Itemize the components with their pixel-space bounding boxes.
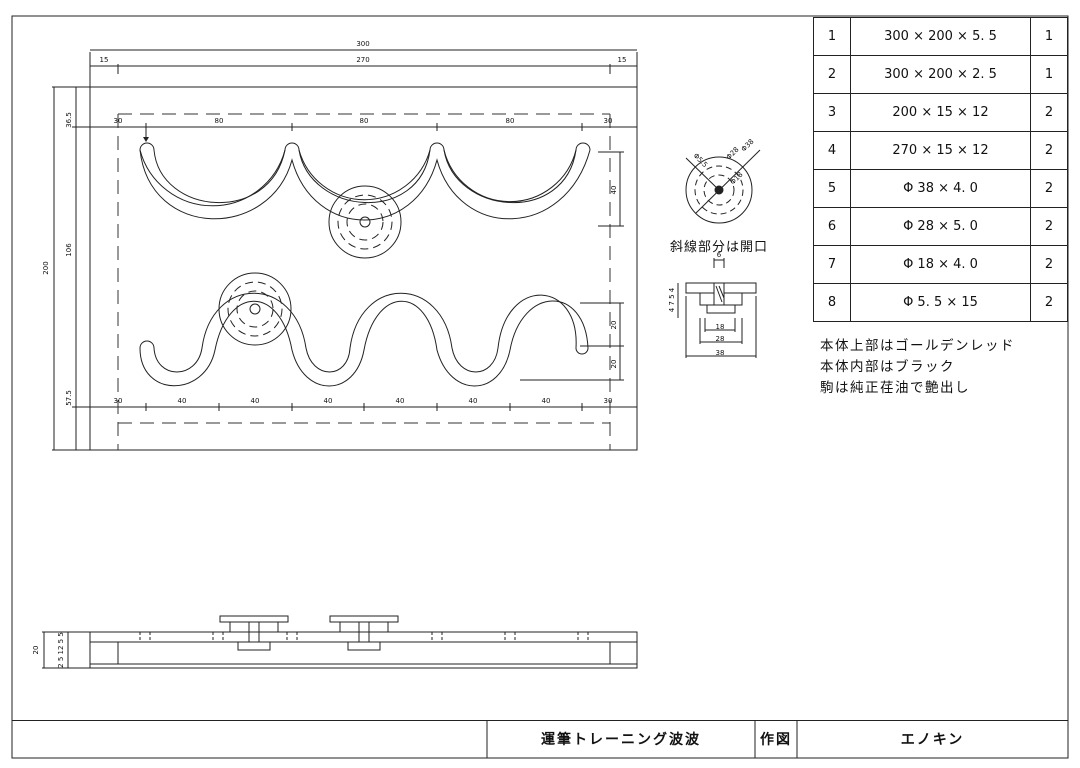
- parts-cell-spec: Φ 5. 5 × 15: [850, 283, 1031, 322]
- knob-dim: Φ28: [725, 146, 741, 162]
- parts-cell-no: 3: [813, 93, 851, 132]
- dim-bottom-seg: 40: [542, 397, 551, 405]
- parts-cell-spec: 300 × 200 × 5. 5: [850, 17, 1031, 56]
- dim-top-seg: 30: [604, 117, 613, 125]
- title-block: 運筆トレーニング波波 作図 エノキン: [12, 720, 1068, 759]
- parts-cell-no: 4: [813, 131, 851, 170]
- dim-bottom-seg: 30: [114, 397, 123, 405]
- parts-cell-no: 8: [813, 283, 851, 322]
- notes: 本体上部はゴールデンレッド 本体内部はブラック 駒は純正荏油で艶出し: [820, 336, 1015, 399]
- parts-cell-qty: 2: [1030, 207, 1068, 246]
- parts-cell-no: 6: [813, 207, 851, 246]
- dim-top-seg: 80: [506, 117, 515, 125]
- dim-bottom-seg: 40: [324, 397, 333, 405]
- author-name: エノキン: [900, 732, 965, 748]
- side-dim: 20: [32, 646, 40, 655]
- parts-cell-qty: 2: [1030, 245, 1068, 284]
- parts-cell-spec: 270 × 15 × 12: [850, 131, 1031, 170]
- dim-bottom-seg: 40: [251, 397, 260, 405]
- parts-cell-qty: 1: [1030, 55, 1068, 94]
- dim-edge-left: 15: [100, 56, 109, 64]
- section-dim: 28: [716, 335, 725, 343]
- drawn-by-label: 作図: [760, 732, 792, 748]
- parts-cell-no: 7: [813, 245, 851, 284]
- parts-cell-spec: 200 × 15 × 12: [850, 93, 1031, 132]
- parts-cell-qty: 2: [1030, 131, 1068, 170]
- section-dim: 6: [717, 251, 722, 259]
- parts-cell-spec: Φ 28 × 5. 0: [850, 207, 1031, 246]
- section-dim: 38: [716, 349, 725, 357]
- parts-cell-spec: Φ 38 × 4. 0: [850, 169, 1031, 208]
- parts-cell-spec: Φ 18 × 4. 0: [850, 245, 1031, 284]
- parts-cell-qty: 1: [1030, 17, 1068, 56]
- drawing-title: 運筆トレーニング波波: [541, 732, 701, 748]
- dim-bottom-seg: 30: [604, 397, 613, 405]
- section-dim: 18: [716, 323, 725, 331]
- hatch-note: 斜線部分は開口: [670, 240, 769, 255]
- dim-wave-amplitude: 20: [610, 321, 618, 330]
- parts-cell-qty: 2: [1030, 283, 1068, 322]
- dim-overall-height: 200: [42, 261, 50, 274]
- knob-detail: [685, 149, 761, 224]
- dim-top-seg: 80: [360, 117, 369, 125]
- parts-cell-no: 1: [813, 17, 851, 56]
- dim-wave-amplitude: 20: [610, 360, 618, 369]
- dim-bottom-seg: 40: [396, 397, 405, 405]
- dim-edge-right: 15: [618, 56, 627, 64]
- note-line: 本体内部はブラック: [820, 359, 955, 375]
- dim-left: 106: [65, 243, 73, 257]
- note-line: 駒は純正荏油で艶出し: [820, 380, 970, 396]
- dim-bottom-seg: 40: [469, 397, 478, 405]
- parts-cell-qty: 2: [1030, 169, 1068, 208]
- dim-top-seg: 30: [114, 117, 123, 125]
- side-view: [42, 615, 638, 669]
- side-dim: 2 5 12 5 5: [57, 632, 65, 668]
- parts-cell-no: 5: [813, 169, 851, 208]
- dim-left: 36.5: [65, 112, 73, 128]
- knob-upper: [328, 185, 402, 259]
- dim-bottom-seg: 40: [178, 397, 187, 405]
- knob-section: [677, 258, 757, 358]
- dim-top-seg: 80: [215, 117, 224, 125]
- note-line: 本体上部はゴールデンレッド: [820, 338, 1015, 354]
- plan-view: 300 270 15 15 30 80 80 80 30 30 40 40 40…: [42, 40, 638, 451]
- knob-lower: [218, 272, 292, 346]
- dim-overall-width: 300: [356, 40, 369, 48]
- dim-inner-width: 270: [356, 56, 369, 64]
- parts-cell-no: 2: [813, 55, 851, 94]
- dim-left: 57.5: [65, 390, 73, 406]
- dim-wave-amplitude: 40: [610, 186, 618, 195]
- parts-cell-spec: 300 × 200 × 2. 5: [850, 55, 1031, 94]
- knob-dim: Φ38: [740, 138, 756, 154]
- parts-cell-qty: 2: [1030, 93, 1068, 132]
- section-dim: 4 7 5 4: [668, 287, 676, 312]
